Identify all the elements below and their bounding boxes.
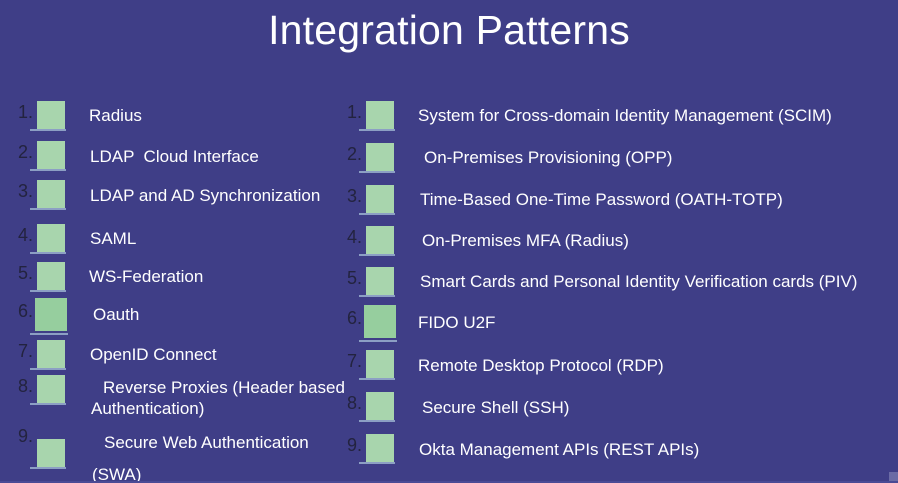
list-marker: 7. — [16, 340, 80, 376]
marker-underline — [359, 340, 397, 342]
list-item-label: LDAP Cloud Interface — [90, 147, 259, 166]
marker-underline — [359, 420, 395, 422]
list-item-label: Radius — [89, 106, 142, 125]
green-square-icon — [366, 143, 394, 171]
marker-underline — [359, 295, 395, 297]
list-number: 3. — [347, 186, 363, 206]
list-item-label: FIDO U2F — [418, 313, 496, 332]
green-square-icon — [37, 375, 65, 403]
list-number: 7. — [347, 351, 363, 371]
marker-underline — [30, 403, 66, 405]
list-item-label: Remote Desktop Protocol (RDP) — [418, 356, 664, 375]
list-marker: 1. — [345, 101, 409, 137]
list-number: 9. — [347, 435, 363, 455]
marker-underline — [30, 368, 66, 370]
green-square-icon — [366, 350, 394, 378]
list-number: 8. — [347, 393, 363, 413]
list-number: 1. — [18, 102, 34, 122]
list-item-label: Okta Management APIs (REST APIs) — [419, 440, 700, 459]
list-number: 3. — [18, 181, 34, 201]
list-item-label: Reverse Proxies (Header based Authentica… — [91, 378, 349, 418]
list-number: 4. — [18, 225, 34, 245]
list-marker: 8. — [345, 392, 409, 428]
list-marker: 2. — [16, 141, 80, 177]
green-square-icon — [37, 180, 65, 208]
list-marker: 4. — [345, 226, 409, 262]
list-marker: 3. — [345, 185, 409, 221]
left-column: 1. Radius 2. LDAP Cloud Interface 3. LDA… — [0, 0, 345, 483]
green-square-icon — [366, 101, 394, 129]
list-item-label: SAML — [90, 229, 137, 248]
list-number: 7. — [18, 341, 34, 361]
list-number: 9. — [18, 426, 34, 446]
green-square-icon — [366, 185, 394, 213]
list-item-label: System for Cross-domain Identity Managem… — [418, 106, 832, 125]
marker-underline — [359, 254, 395, 256]
list-number: 8. — [18, 376, 34, 396]
list-item-label: WS-Federation — [89, 267, 204, 286]
list-marker: 6. — [16, 298, 80, 336]
list-item-label: OpenID Connect — [90, 345, 217, 364]
list-number: 1. — [347, 102, 363, 122]
list-number: 5. — [18, 263, 34, 283]
green-square-icon — [37, 101, 65, 129]
list-number: 6. — [347, 308, 363, 328]
right-column: 1. System for Cross-domain Identity Mana… — [335, 0, 898, 483]
green-square-icon — [35, 298, 67, 331]
green-square-icon — [37, 224, 65, 252]
list-number: 5. — [347, 268, 363, 288]
green-square-icon — [366, 267, 394, 295]
marker-underline — [359, 462, 395, 464]
list-marker: 1. — [16, 101, 80, 137]
marker-underline — [30, 169, 66, 171]
list-marker: 7. — [345, 350, 409, 386]
list-marker: 5. — [16, 262, 80, 298]
marker-underline — [30, 208, 66, 210]
marker-underline — [359, 378, 395, 380]
list-item-label: Time-Based One-Time Password (OATH-TOTP) — [420, 190, 783, 209]
list-number: 2. — [347, 144, 363, 164]
list-number: 2. — [18, 142, 34, 162]
list-number: 4. — [347, 227, 363, 247]
list-item-label: Oauth — [93, 305, 140, 324]
green-square-icon — [37, 262, 65, 290]
list-item-label: Smart Cards and Personal Identity Verifi… — [420, 272, 858, 291]
marker-underline — [30, 467, 66, 469]
marker-underline — [30, 129, 66, 131]
green-square-icon — [364, 305, 396, 338]
green-square-icon — [37, 340, 65, 368]
list-item-label: On-Premises Provisioning (OPP) — [424, 148, 673, 167]
list-item-label: Secure Web Authentication (SWA) — [92, 433, 314, 483]
list-marker: 9. — [345, 434, 409, 470]
page-title: Integration Patterns — [268, 7, 630, 53]
green-square-icon — [366, 392, 394, 420]
list-item-label: On-Premises MFA (Radius) — [422, 231, 629, 250]
list-marker: 5. — [345, 267, 409, 303]
green-square-icon — [37, 439, 65, 467]
corner-artifact — [889, 472, 898, 481]
green-square-icon — [37, 141, 65, 169]
list-marker: 4. — [16, 224, 80, 260]
marker-underline — [359, 171, 395, 173]
list-marker: 3. — [16, 180, 80, 216]
list-marker: 9. — [16, 425, 80, 469]
green-square-icon — [366, 434, 394, 462]
list-marker: 2. — [345, 143, 409, 179]
green-square-icon — [366, 226, 394, 254]
list-number: 6. — [18, 301, 34, 321]
list-item-label: Secure Shell (SSH) — [422, 398, 570, 417]
marker-underline — [30, 290, 66, 292]
marker-underline — [30, 333, 68, 335]
list-item-label: LDAP and AD Synchronization — [90, 186, 321, 205]
marker-underline — [359, 129, 395, 131]
list-marker: 6. — [345, 305, 409, 343]
bottom-edge-strip — [0, 481, 898, 483]
marker-underline — [359, 213, 395, 215]
marker-underline — [30, 252, 66, 254]
list-marker: 8. — [16, 375, 80, 411]
